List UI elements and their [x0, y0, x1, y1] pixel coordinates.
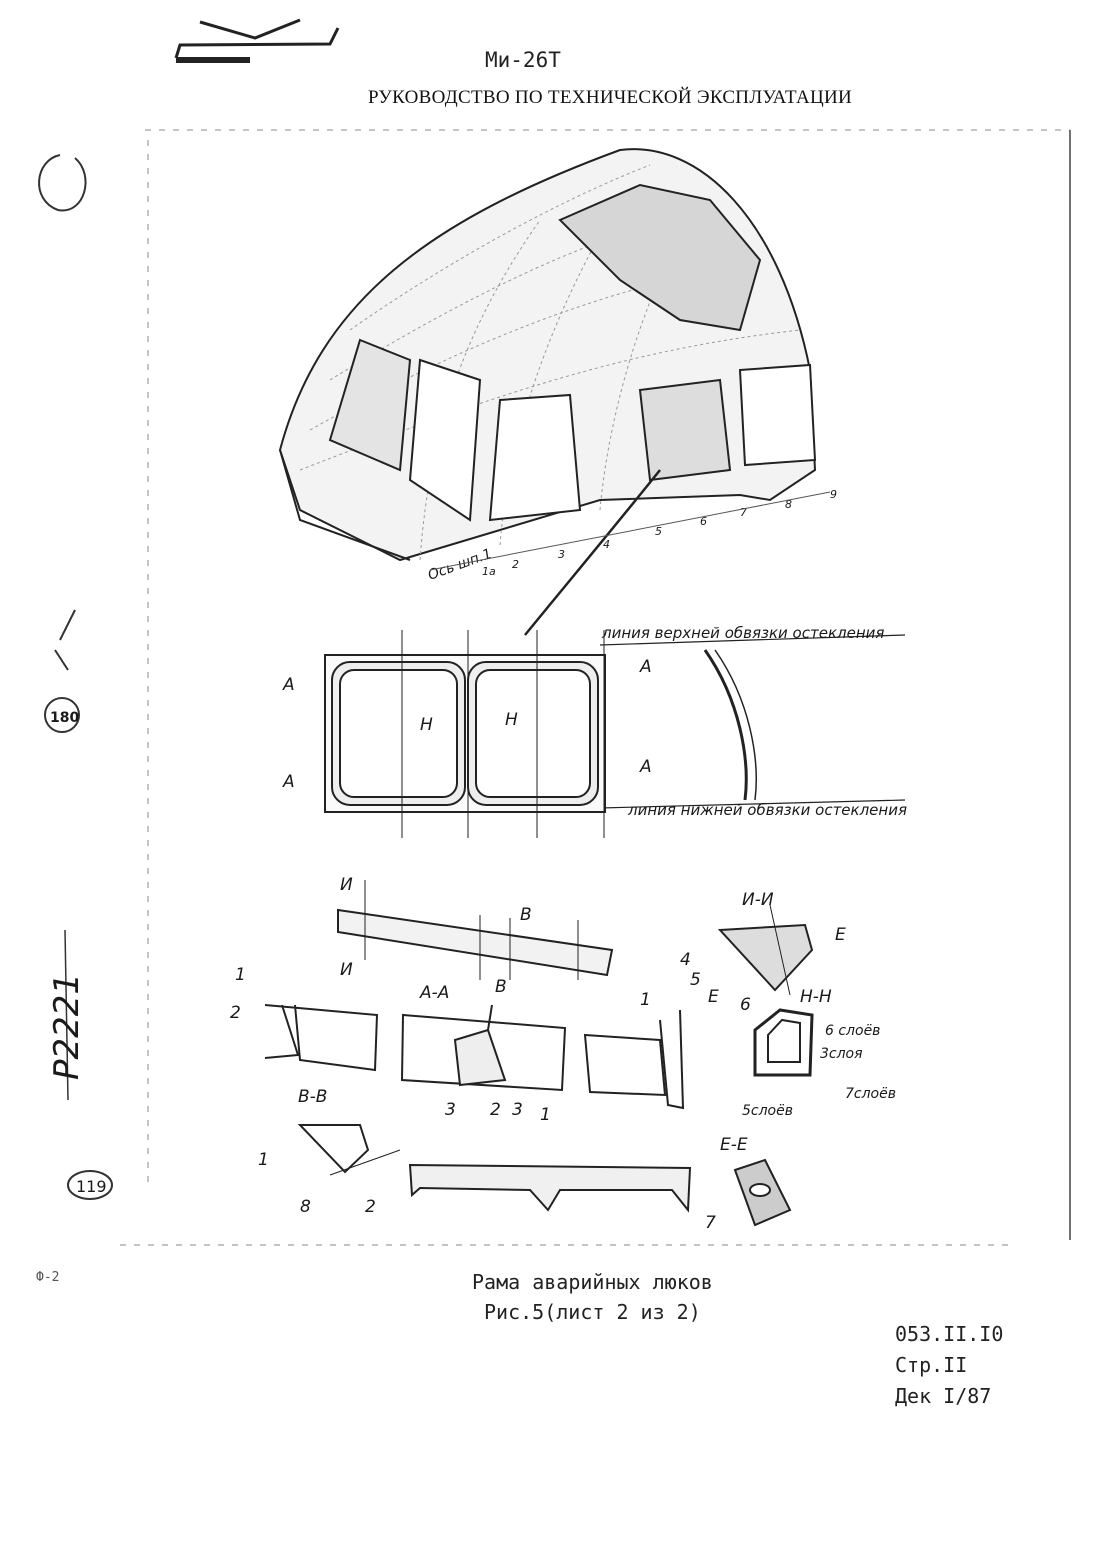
detail-sections [264, 880, 814, 1227]
revision-date: Дек I/87 [895, 1384, 992, 1408]
section-v-v-label: В-В [298, 1087, 327, 1107]
document-subtitle: РУКОВОДСТВО ПО ТЕХНИЧЕСКОЙ ЭКСПЛУАТАЦИИ [368, 87, 853, 108]
callout-1-d: 1 [258, 1150, 269, 1170]
cockpit-perspective-view [278, 148, 817, 636]
section-h-h-label: Н-Н [800, 987, 832, 1007]
callout-6: 6 [740, 995, 751, 1015]
page-frame [120, 129, 1070, 1246]
handwritten-note: Р2221 [47, 973, 87, 1080]
detail-labels: И И В В И-И Е Е Н-Н А-А В-В Е-Е 6 слоёв … [230, 875, 896, 1233]
marker-e-2: Е [708, 987, 719, 1007]
frame-number-5: 5 [655, 525, 662, 538]
section-e-e-label: Е-Е [720, 1135, 748, 1155]
layers-6-label: 6 слоёв [825, 1023, 880, 1039]
stamp-1-text: 180 [50, 710, 79, 726]
callout-4: 4 [680, 950, 691, 970]
section-a-a-label: А-А [419, 983, 449, 1003]
callout-3-a: 3 [445, 1100, 456, 1120]
form-mark: Ф-2 [36, 1270, 60, 1285]
figure-caption-title: Рама аварийных люков [472, 1270, 713, 1294]
layers-5-label: 5слоёв [742, 1103, 793, 1119]
document-title: Ми-26Т [485, 48, 561, 72]
callout-5: 5 [690, 970, 701, 990]
marker-i-bottom: И [340, 960, 353, 980]
margin-marks [38, 154, 113, 1200]
marker-v-top: В [520, 905, 532, 925]
frame-number-2: 2 [512, 558, 519, 571]
callout-2-b: 2 [490, 1100, 501, 1120]
upper-glazing-line-label: линия верхней обвязки остекления [601, 624, 884, 642]
frame-leader-lines [429, 491, 831, 571]
section-marker-h-1: Н [420, 715, 433, 735]
figure-caption-number: Рис.5(лист 2 из 2) [484, 1300, 701, 1324]
section-marker-a-4: А [639, 757, 652, 777]
frame-number-8: 8 [785, 498, 792, 511]
callout-1-b: 1 [540, 1105, 551, 1125]
frame-number-1a: 1а [482, 565, 496, 578]
section-i-i-label: И-И [742, 890, 774, 910]
marker-i-top: И [340, 875, 353, 895]
callout-2-a: 2 [230, 1003, 241, 1023]
helicopter-logo [174, 18, 340, 63]
lower-glazing-line-label: линия нижней обвязки остекления [627, 801, 907, 819]
callout-8: 8 [300, 1197, 311, 1217]
callout-1-a: 1 [235, 965, 246, 985]
layers-7-label: 7слоёв [845, 1086, 896, 1102]
page-number: Стр.II [895, 1353, 968, 1377]
marker-v-mid: В [495, 977, 507, 997]
stamp-2-text: 119 [76, 1177, 107, 1196]
glazing-labels: линия верхней обвязки остекления линия н… [282, 624, 907, 819]
callout-3-b: 3 [512, 1100, 523, 1120]
section-marker-a-2: А [282, 772, 295, 792]
glazing-panel-drawing [324, 630, 906, 838]
callout-7: 7 [705, 1213, 716, 1233]
section-marker-a-3: А [639, 657, 652, 677]
frame-number-9: 9 [830, 488, 837, 501]
frame-number-7: 7 [740, 506, 747, 519]
section-marker-a-1: А [282, 675, 295, 695]
callout-1-c: 1 [640, 990, 651, 1010]
frame-number-3: 3 [558, 548, 565, 561]
section-marker-h-2: Н [505, 710, 518, 730]
callout-2-c: 2 [365, 1197, 376, 1217]
document-code: 053.II.I0 [895, 1322, 1004, 1346]
layers-3-label: 3слоя [820, 1046, 863, 1062]
frame-number-6: 6 [700, 515, 707, 528]
marker-e-1: Е [835, 925, 846, 945]
frame-number-4: 4 [603, 538, 610, 551]
